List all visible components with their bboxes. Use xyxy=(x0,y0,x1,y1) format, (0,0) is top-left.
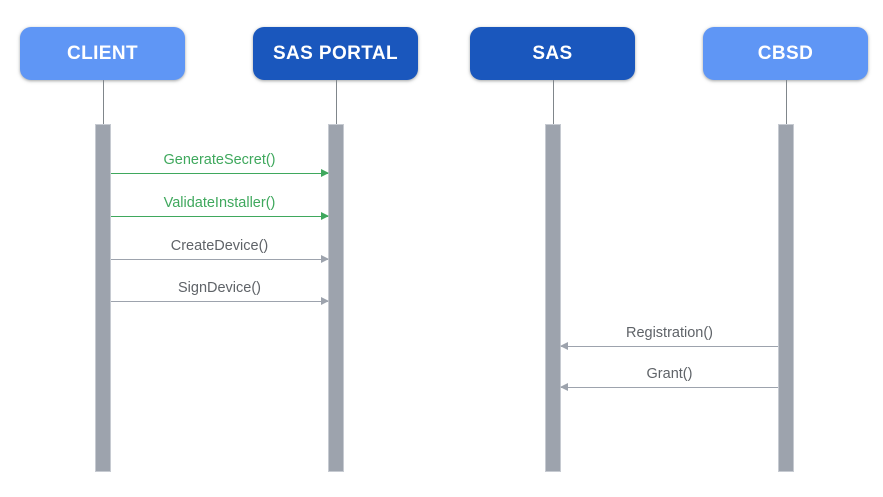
message-line-grant xyxy=(561,387,778,388)
participant-label-sas: SAS xyxy=(532,42,573,64)
message-line-generate-secret xyxy=(111,173,328,174)
message-label-grant: Grant() xyxy=(646,366,693,382)
arrow-right-icon xyxy=(321,297,329,305)
message-label-registration: Registration() xyxy=(625,325,714,341)
message-label-sign-device: SignDevice() xyxy=(178,280,261,296)
message-label-validate-installer: ValidateInstaller() xyxy=(163,195,276,211)
lifeline-client xyxy=(103,80,104,124)
arrow-left-icon xyxy=(560,342,568,350)
participant-box-client[interactable]: CLIENT xyxy=(20,27,185,80)
activation-bar-sas-portal xyxy=(328,124,344,472)
message-label-generate-secret: GenerateSecret() xyxy=(163,152,276,168)
participant-label-cbsd: CBSD xyxy=(757,42,814,64)
participant-label-client: CLIENT xyxy=(66,42,138,64)
participant-box-sas[interactable]: SAS xyxy=(470,27,635,80)
participant-box-sas-portal[interactable]: SAS PORTAL xyxy=(253,27,418,80)
arrow-left-icon xyxy=(560,383,568,391)
lifeline-cbsd xyxy=(786,80,787,124)
participant-box-cbsd[interactable]: CBSD xyxy=(703,27,868,80)
activation-bar-cbsd xyxy=(778,124,794,472)
message-line-registration xyxy=(561,346,778,347)
message-label-create-device: CreateDevice() xyxy=(170,238,269,254)
lifeline-sas xyxy=(553,80,554,124)
arrow-right-icon xyxy=(321,212,329,220)
message-line-validate-installer xyxy=(111,216,328,217)
message-line-create-device xyxy=(111,259,328,260)
activation-bar-client xyxy=(95,124,111,472)
arrow-right-icon xyxy=(321,169,329,177)
message-line-sign-device xyxy=(111,301,328,302)
participant-label-sas-portal: SAS PORTAL xyxy=(272,42,399,64)
lifeline-sas-portal xyxy=(336,80,337,124)
activation-bar-sas xyxy=(545,124,561,472)
arrow-right-icon xyxy=(321,255,329,263)
